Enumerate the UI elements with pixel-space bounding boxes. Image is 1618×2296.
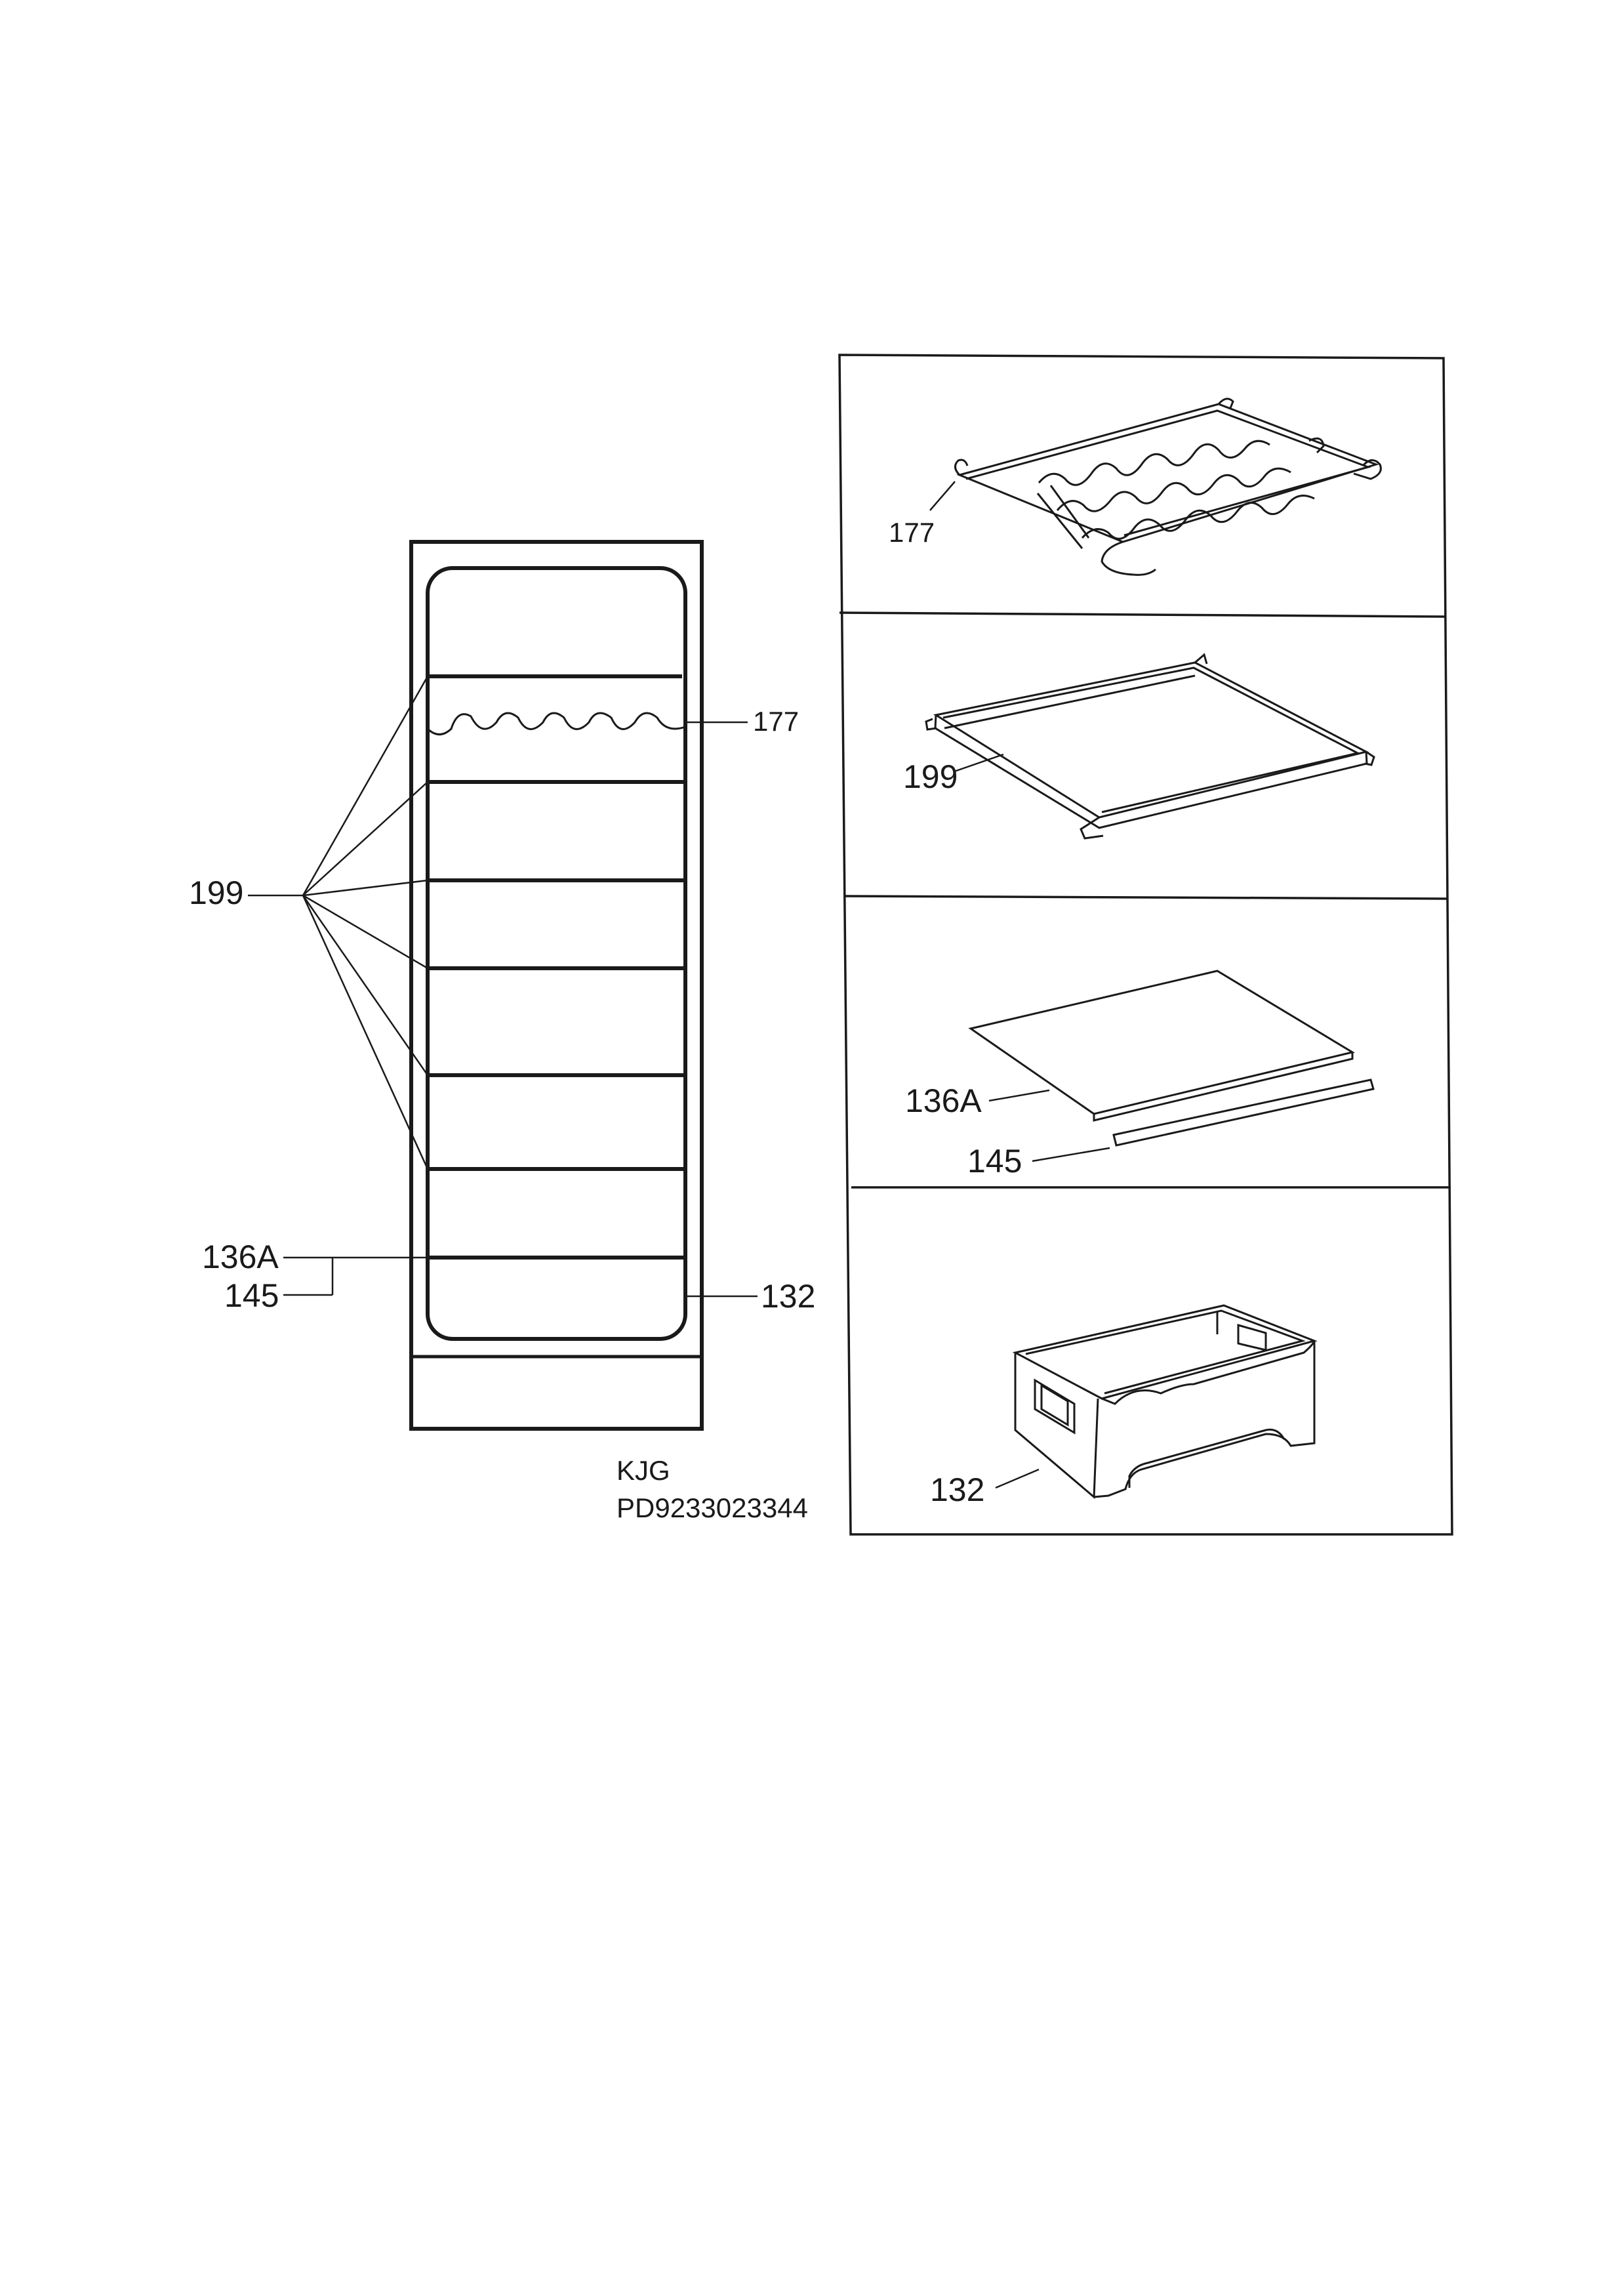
cabinet-inner-liner: [426, 566, 687, 1341]
label-132-part: 132: [930, 1471, 984, 1508]
parts-panel-frame: [838, 354, 1453, 1536]
leader-199-part: [954, 753, 1004, 773]
label-136a-overview: 136A: [202, 1239, 279, 1275]
footer-code: KJG: [617, 1455, 670, 1486]
leader-145-part: [1032, 1147, 1110, 1162]
glass-shelf-drawing: [968, 970, 1355, 1122]
label-132-overview: 132: [761, 1278, 815, 1315]
drawer-drawing: [1012, 1304, 1318, 1500]
cabinet-outer-frame: [409, 540, 704, 1431]
part-shelf: 199: [903, 653, 1375, 840]
label-136a-part: 136A: [905, 1082, 982, 1119]
label-145-overview: 145: [224, 1277, 279, 1314]
leader-177-part: [929, 481, 956, 511]
footer-document-number: PD9233023344: [617, 1492, 808, 1523]
cabinet-overview: 199 177 136A 145 132: [189, 540, 815, 1431]
part-shelf-trim: 145: [967, 1078, 1375, 1179]
shelf-trim-drawing: [1112, 1078, 1375, 1147]
leader-132-part: [995, 1468, 1040, 1489]
leader-199-fan: [248, 676, 429, 1170]
wine-rack-drawing: [954, 398, 1382, 576]
label-199-overview: 199: [189, 874, 243, 911]
part-wine-rack: 177: [889, 398, 1382, 576]
label-145-part: 145: [967, 1143, 1022, 1179]
label-177-overview: 177: [753, 706, 799, 737]
part-drawer: 132: [930, 1304, 1318, 1508]
label-177-part: 177: [889, 517, 935, 548]
label-199-part: 199: [903, 758, 958, 795]
leader-136a-part: [988, 1089, 1050, 1102]
part-glass-shelf: 136A: [905, 970, 1355, 1122]
shelf-drawing: [925, 653, 1375, 840]
leader-136a-145: [283, 1256, 428, 1296]
cabinet-wine-rack-wave: [426, 712, 686, 735]
